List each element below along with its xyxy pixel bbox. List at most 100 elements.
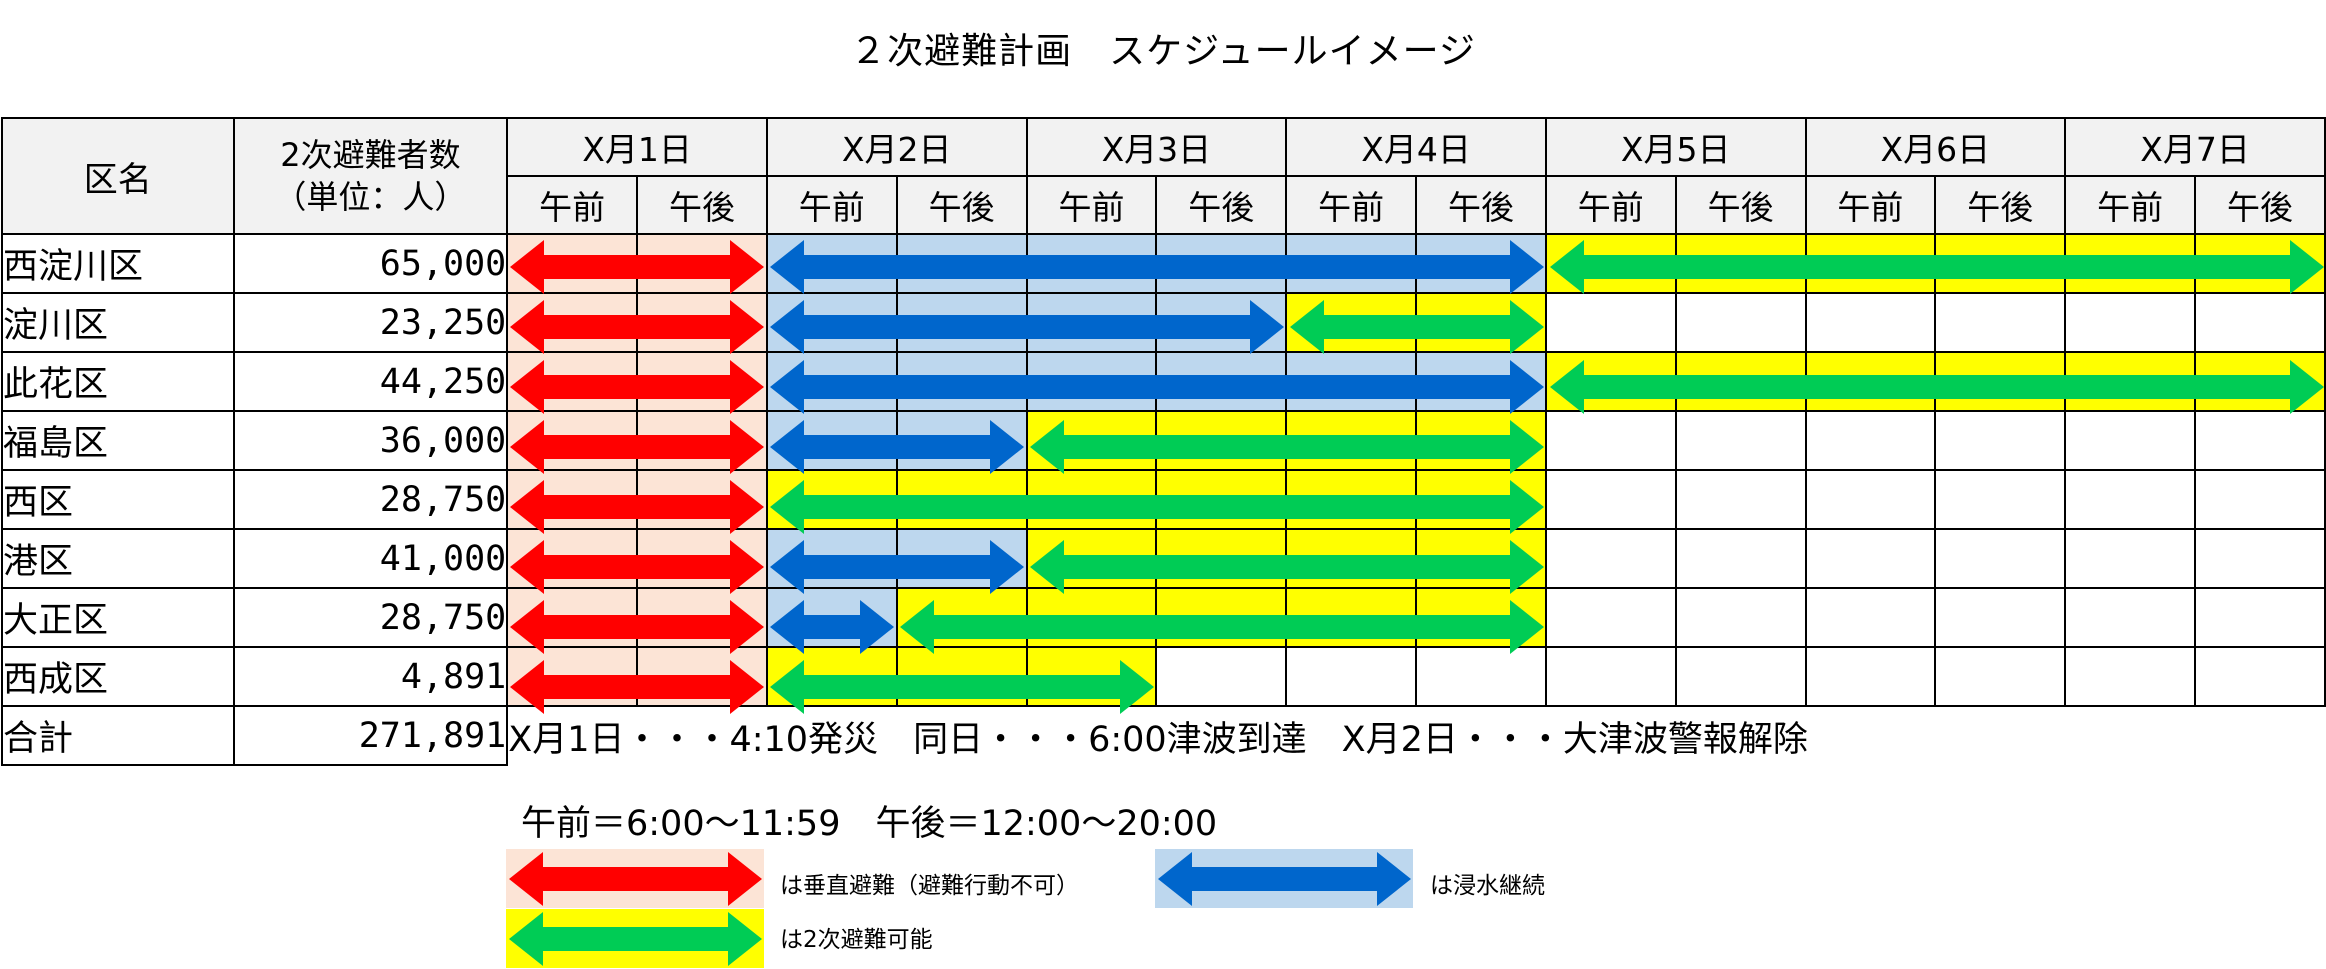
ward-name: 西成区 (1, 646, 235, 707)
header-am: 午前 (765, 175, 898, 235)
schedule-slot (1285, 469, 1418, 530)
page-title: ２次避難計画 スケジュールイメージ (850, 31, 1476, 72)
schedule-slot (1025, 351, 1158, 412)
schedule-slot (1155, 410, 1288, 471)
schedule-slot (2064, 351, 2196, 412)
schedule-slot (765, 528, 898, 589)
header-day: X月6日 (1804, 117, 2067, 177)
event-note: X月1日・・・4:10発災 同日・・・6:00津波到達 X月2日・・・大津波警報… (508, 719, 1808, 760)
ward-name: 西区 (1, 469, 235, 530)
schedule-slot (2064, 410, 2196, 471)
schedule-slot (2194, 351, 2326, 412)
legend-green-label: は2次避難可能 (780, 927, 933, 953)
schedule-slot (636, 233, 768, 294)
schedule-slot (765, 351, 898, 412)
schedule-slot (1285, 292, 1418, 353)
schedule-slot (1934, 587, 2067, 648)
schedule-slot (1934, 233, 2067, 294)
header-ward: 区名 (1, 117, 235, 235)
legend-blue-swatch (1155, 849, 1413, 908)
schedule-slot (1155, 233, 1288, 294)
schedule-slot (506, 292, 639, 353)
header-pm: 午後 (2194, 175, 2326, 235)
schedule-slot (765, 587, 898, 648)
schedule-slot (1025, 292, 1158, 353)
schedule-slot (1934, 528, 2067, 589)
schedule-slot (636, 587, 768, 648)
schedule-slot (1025, 646, 1158, 707)
schedule-slot (765, 410, 898, 471)
time-definition-note: 午前＝6:00～11:59 午後＝12:00～20:00 (521, 804, 1218, 844)
header-count-line2: （単位：人） (274, 178, 467, 216)
schedule-slot (1674, 233, 1807, 294)
schedule-slot (506, 646, 639, 707)
total-count: 271,891 (232, 705, 509, 766)
schedule-slot (2194, 233, 2326, 294)
evacuee-count: 4,891 (232, 646, 509, 707)
schedule-slot (1804, 646, 1937, 707)
schedule-slot (1934, 292, 2067, 353)
evacuee-count: 36,000 (232, 410, 509, 471)
schedule-slot (1804, 410, 1937, 471)
schedule-slot (1155, 351, 1288, 412)
schedule-slot (1415, 410, 1547, 471)
legend-green-swatch (506, 909, 764, 968)
schedule-slot (1544, 410, 1677, 471)
ward-name: 淀川区 (1, 292, 235, 353)
header-row-days: 区名 2次避難者数（単位：人） X月1日 X月2日 X月3日 X月4日 X月5日… (1, 117, 2326, 235)
header-am: 午前 (1544, 175, 1677, 235)
schedule-slot (636, 469, 768, 530)
schedule-slot (1415, 233, 1547, 294)
schedule-slot (1415, 292, 1547, 353)
schedule-slot (506, 469, 639, 530)
schedule-slot (506, 233, 639, 294)
schedule-slot (1804, 587, 1937, 648)
evacuee-count: 28,750 (232, 587, 509, 648)
header-pm: 午後 (636, 175, 768, 235)
ward-name: 港区 (1, 528, 235, 589)
header-pm: 午後 (1155, 175, 1288, 235)
schedule-slot (506, 528, 639, 589)
schedule-slot (1025, 469, 1158, 530)
schedule-slot (2064, 469, 2196, 530)
schedule-slot (765, 292, 898, 353)
schedule-slot (1674, 469, 1807, 530)
schedule-slot (2194, 528, 2326, 589)
schedule-slot (2064, 528, 2196, 589)
schedule-slot (895, 469, 1028, 530)
header-day: X月3日 (1025, 117, 1288, 177)
schedule-slot (2194, 292, 2326, 353)
ward-name: 此花区 (1, 351, 235, 412)
ward-name: 大正区 (1, 587, 235, 648)
schedule-slot (1025, 528, 1158, 589)
schedule-slot (1674, 646, 1807, 707)
schedule-slot (636, 410, 768, 471)
header-day: X月5日 (1544, 117, 1807, 177)
schedule-slot (1934, 351, 2067, 412)
schedule-slot (1804, 233, 1937, 294)
schedule-slot (1155, 587, 1288, 648)
header-pm: 午後 (1415, 175, 1547, 235)
schedule-slot (636, 351, 768, 412)
schedule-slot (1934, 469, 2067, 530)
schedule-slot (1544, 351, 1677, 412)
schedule-slot (2064, 292, 2196, 353)
schedule-slot (1285, 233, 1418, 294)
total-label: 合計 (1, 705, 235, 766)
schedule-slot (1934, 410, 2067, 471)
evacuee-count: 44,250 (232, 351, 509, 412)
schedule-slot (1155, 292, 1288, 353)
schedule-slot (895, 646, 1028, 707)
schedule-slot (895, 292, 1028, 353)
legend-red-swatch (506, 849, 764, 908)
schedule-slot (1285, 410, 1418, 471)
schedule-slot (2064, 587, 2196, 648)
schedule-slot (1804, 292, 1937, 353)
header-pm: 午後 (895, 175, 1028, 235)
